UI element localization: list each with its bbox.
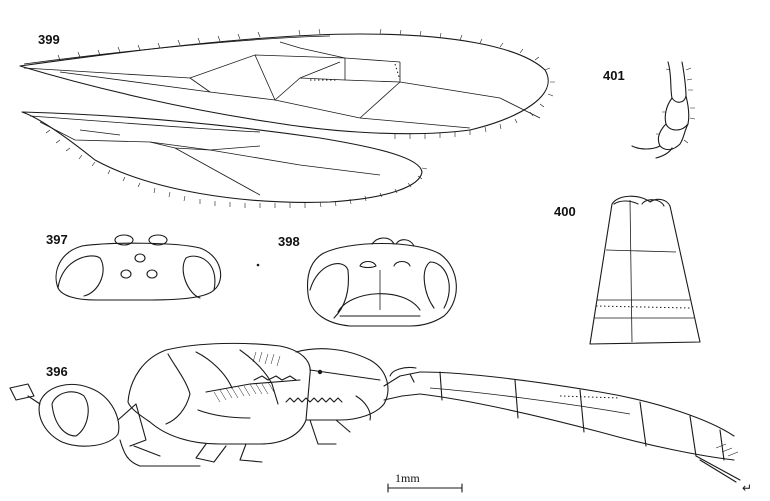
scale-bar-label: 1mm — [395, 471, 420, 485]
corner-mark: ↵ — [742, 481, 752, 495]
scale-bar: 1mm — [387, 471, 463, 493]
figure-399-wings: 399 — [19, 28, 555, 208]
forewing — [19, 28, 555, 139]
hindwing — [21, 111, 428, 208]
figure-label-399: 399 — [38, 32, 60, 47]
figure-label-397: 397 — [46, 232, 68, 247]
figure-397-head-dorsal: 397 — [46, 232, 260, 301]
figure-label-398: 398 — [278, 234, 300, 249]
figure-400-tergite: 400 — [554, 195, 701, 345]
figure-401-leg: 401 — [603, 61, 696, 159]
figure-396-habitus-lateral: 396 — [9, 342, 741, 483]
figure-label-396: 396 — [46, 364, 68, 379]
figure-label-400: 400 — [554, 204, 576, 219]
figure-label-401: 401 — [603, 68, 625, 83]
figure-398-head-frontal: 398 — [278, 234, 457, 327]
